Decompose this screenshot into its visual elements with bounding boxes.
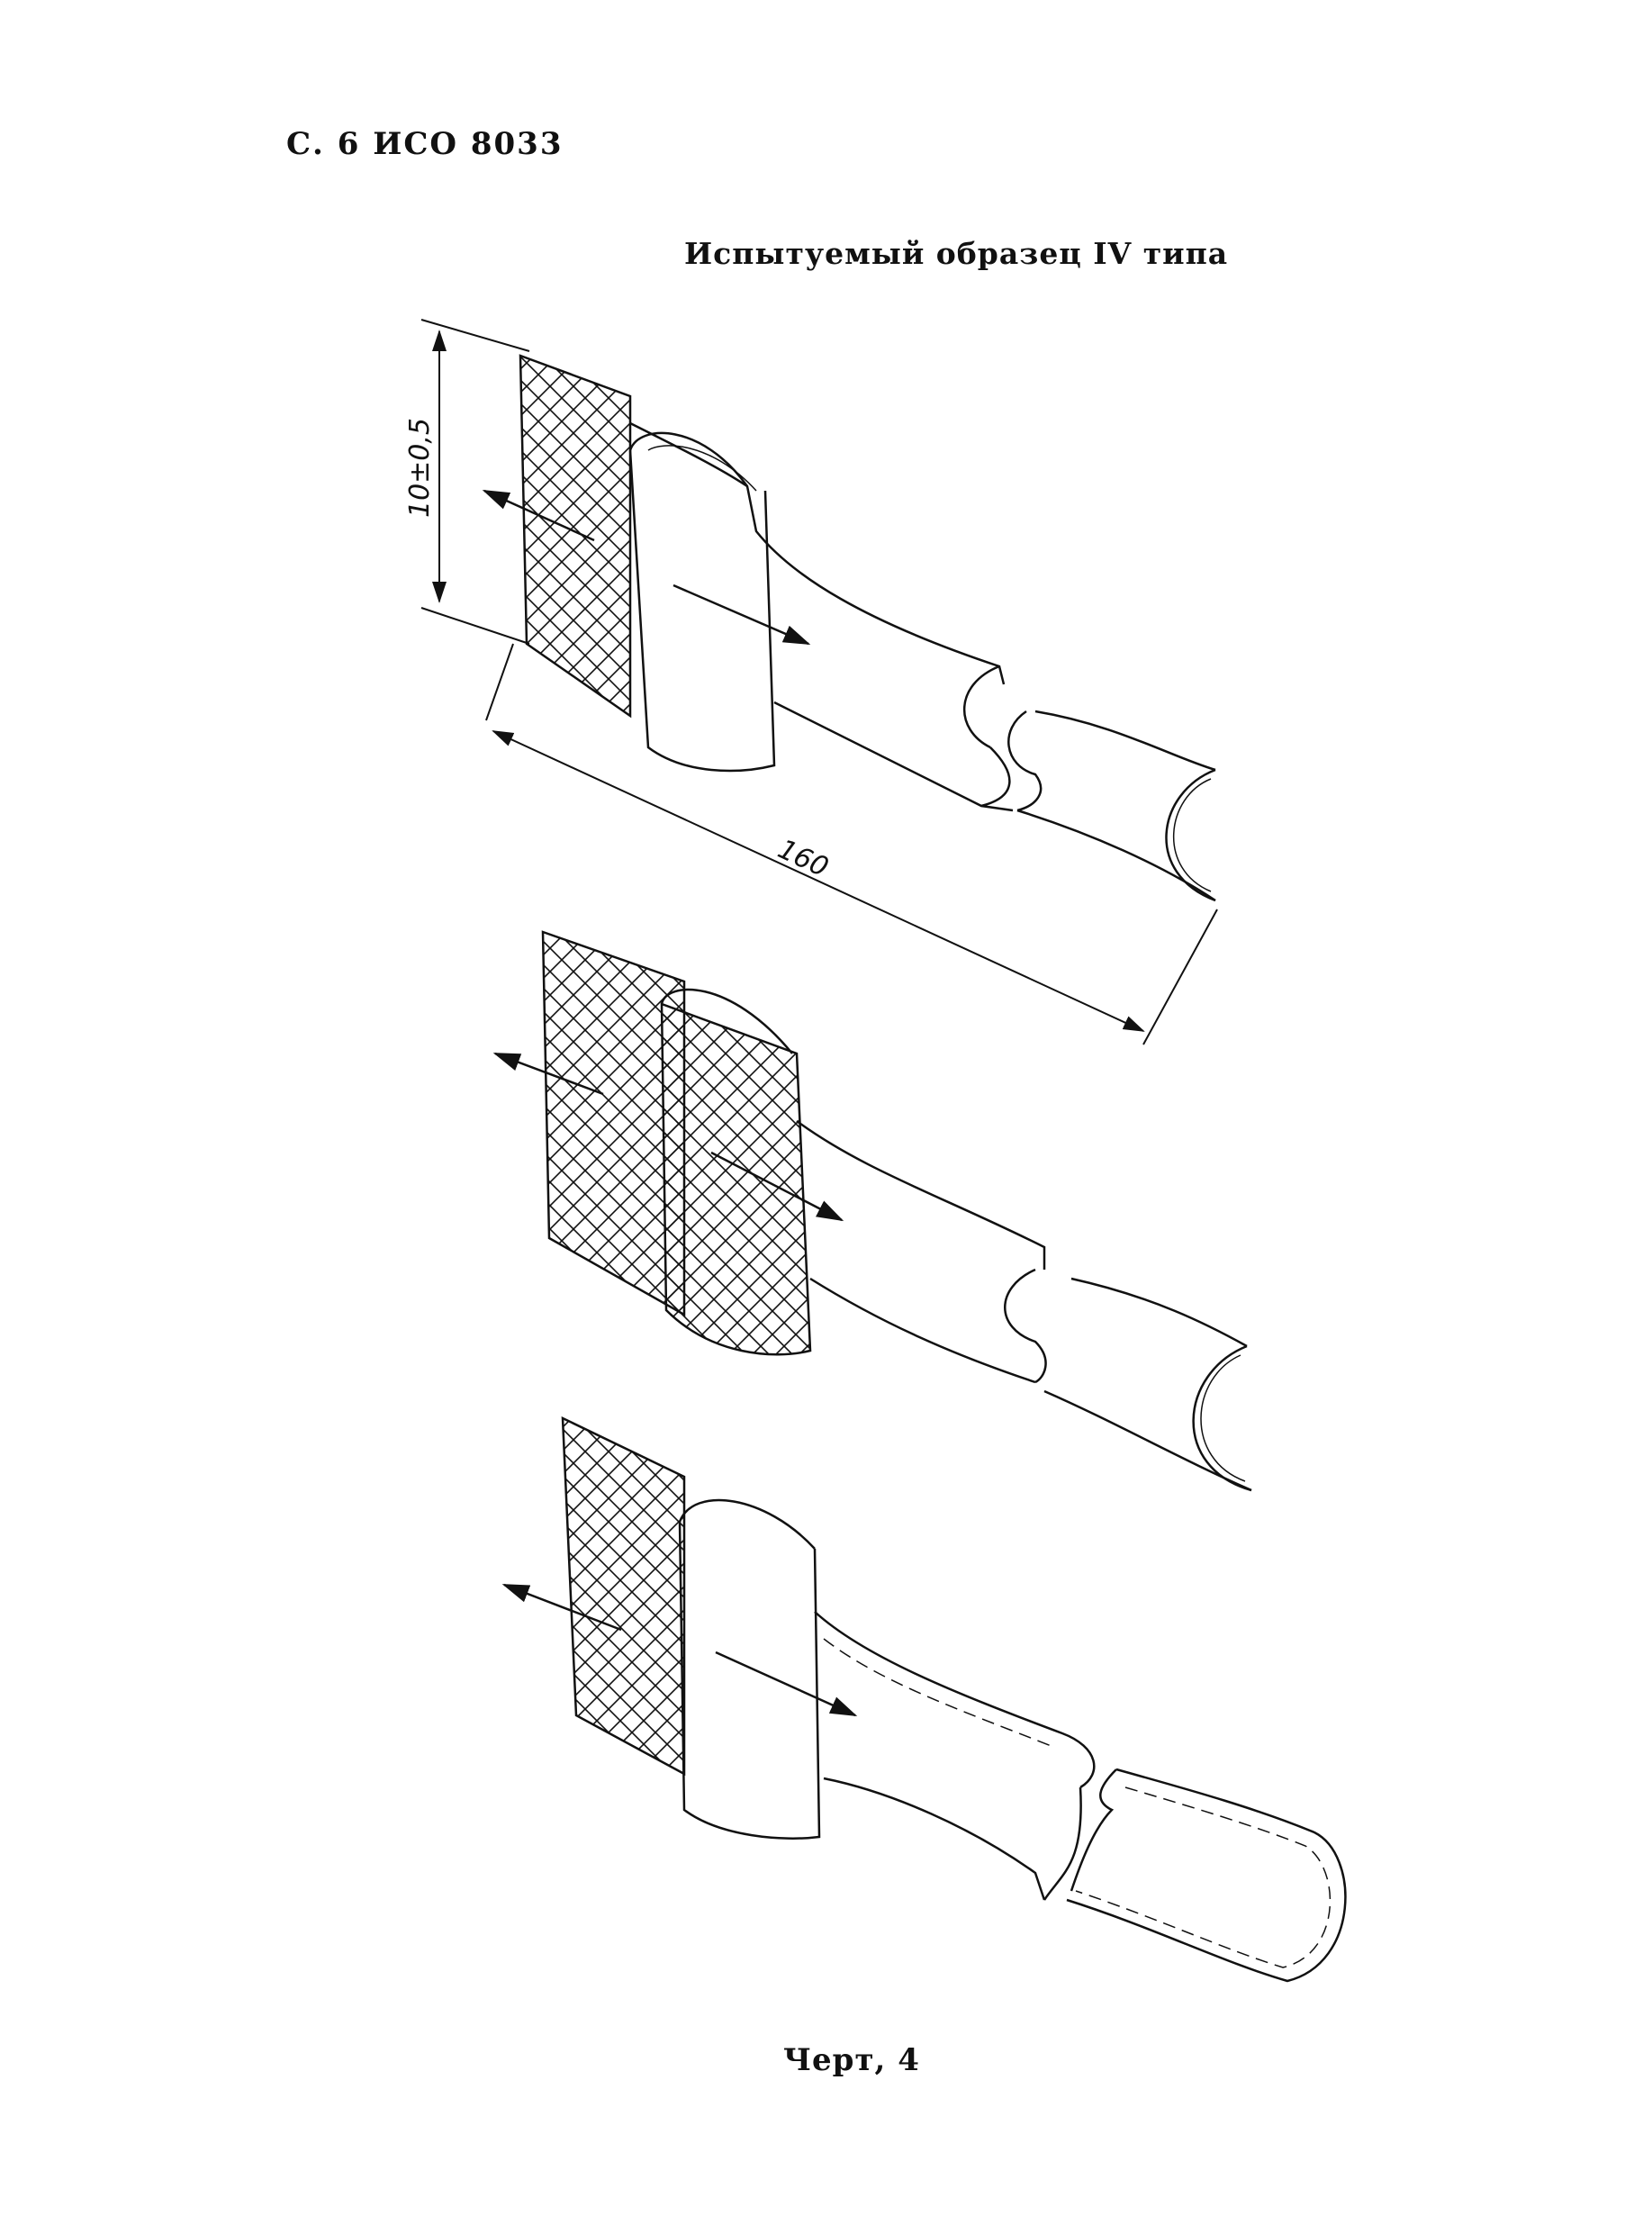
height-dimension-label: 10±0,5 (404, 418, 436, 518)
figure-title: Испытуемый образец IV типа (684, 236, 1229, 271)
height-dimension (420, 319, 530, 645)
page-header: С. 6 ИСО 8033 (286, 126, 564, 162)
length-dimension (485, 643, 1218, 1045)
length-dimension-label: 160 (773, 834, 834, 884)
specimen-3 (501, 1415, 1347, 1983)
bonded-area-hatch (519, 354, 632, 719)
specimen-1 (482, 354, 1216, 902)
figure-caption: Черт, 4 (783, 2042, 920, 2078)
specimen-2 (492, 930, 1252, 1492)
